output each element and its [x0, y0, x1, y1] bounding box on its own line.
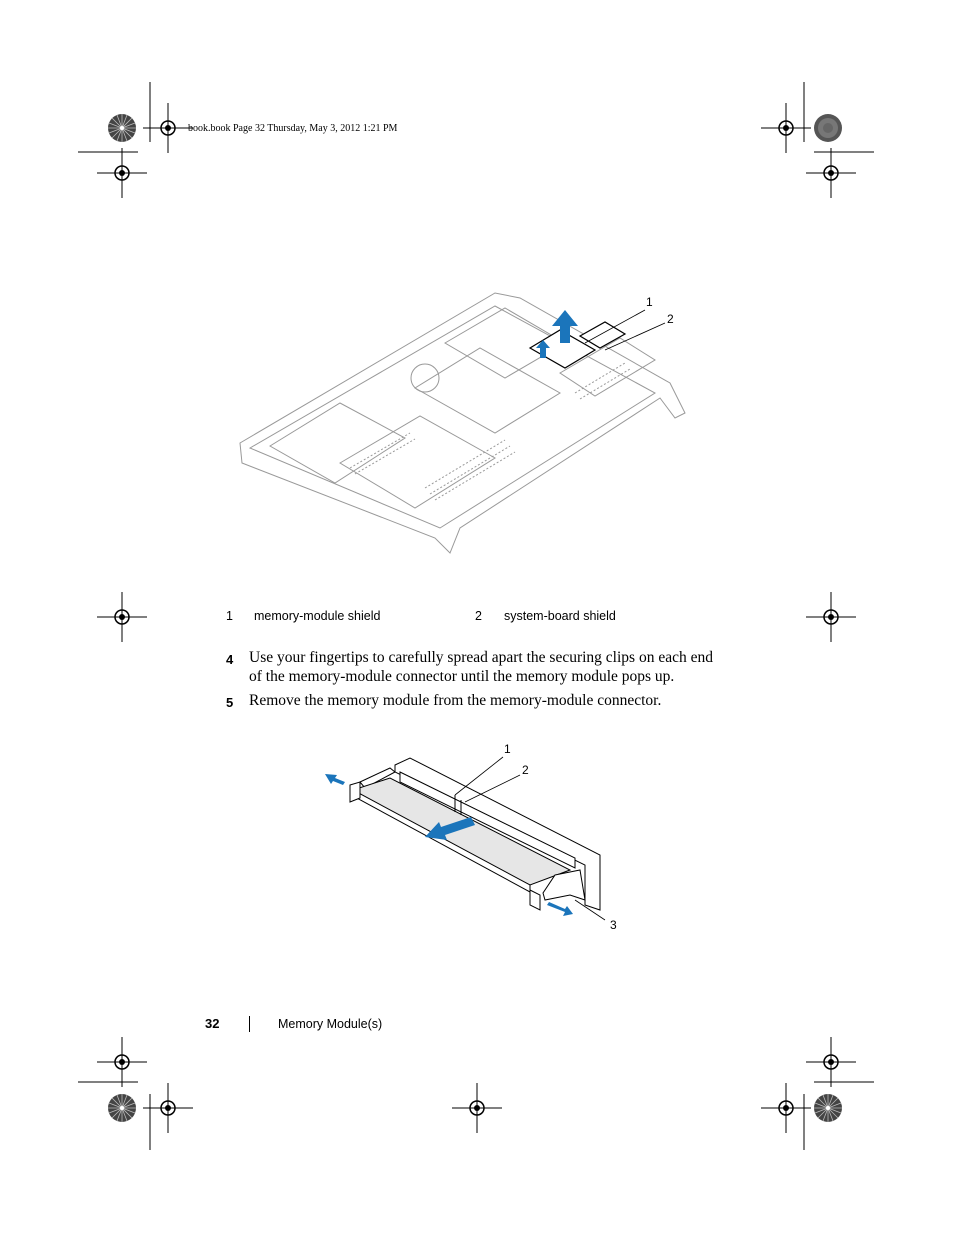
- left-clip-arrow: [325, 774, 345, 785]
- step-5: 5 Remove the memory module from the memo…: [226, 691, 726, 711]
- step-text: Remove the memory module from the memory…: [249, 692, 662, 709]
- figure2-callout-3: 3: [610, 918, 617, 932]
- figure2-callout-1: 1: [504, 742, 511, 756]
- page-number: 32: [205, 1016, 220, 1031]
- remove-module-arrow: [425, 817, 475, 840]
- legend-label-system-board-shield: system-board shield: [504, 609, 616, 623]
- print-slug: book.book Page 32 Thursday, May 3, 2012 …: [188, 123, 398, 134]
- lift-arrow: [552, 310, 578, 343]
- step-text: Use your fingertips to carefully spread …: [249, 649, 713, 685]
- figure2-callout-2: 2: [522, 763, 529, 777]
- figure-system-board-shields: [239, 292, 686, 554]
- section-title: Memory Module(s): [278, 1017, 383, 1031]
- step-number: 5: [226, 695, 234, 710]
- legend-label-memory-module-shield: memory-module shield: [254, 609, 381, 623]
- figure-memory-module-removal: [325, 756, 606, 921]
- step-4: 4 Use your fingertips to carefully sprea…: [226, 648, 726, 688]
- figure1-callout-2: 2: [667, 312, 674, 326]
- legend-number-2: 2: [475, 609, 482, 623]
- figure1-callout-1: 1: [646, 295, 653, 309]
- footer-divider: [249, 1016, 250, 1032]
- legend-number-1: 1: [226, 609, 233, 623]
- right-clip-arrow: [547, 902, 573, 916]
- step-number: 4: [226, 652, 234, 667]
